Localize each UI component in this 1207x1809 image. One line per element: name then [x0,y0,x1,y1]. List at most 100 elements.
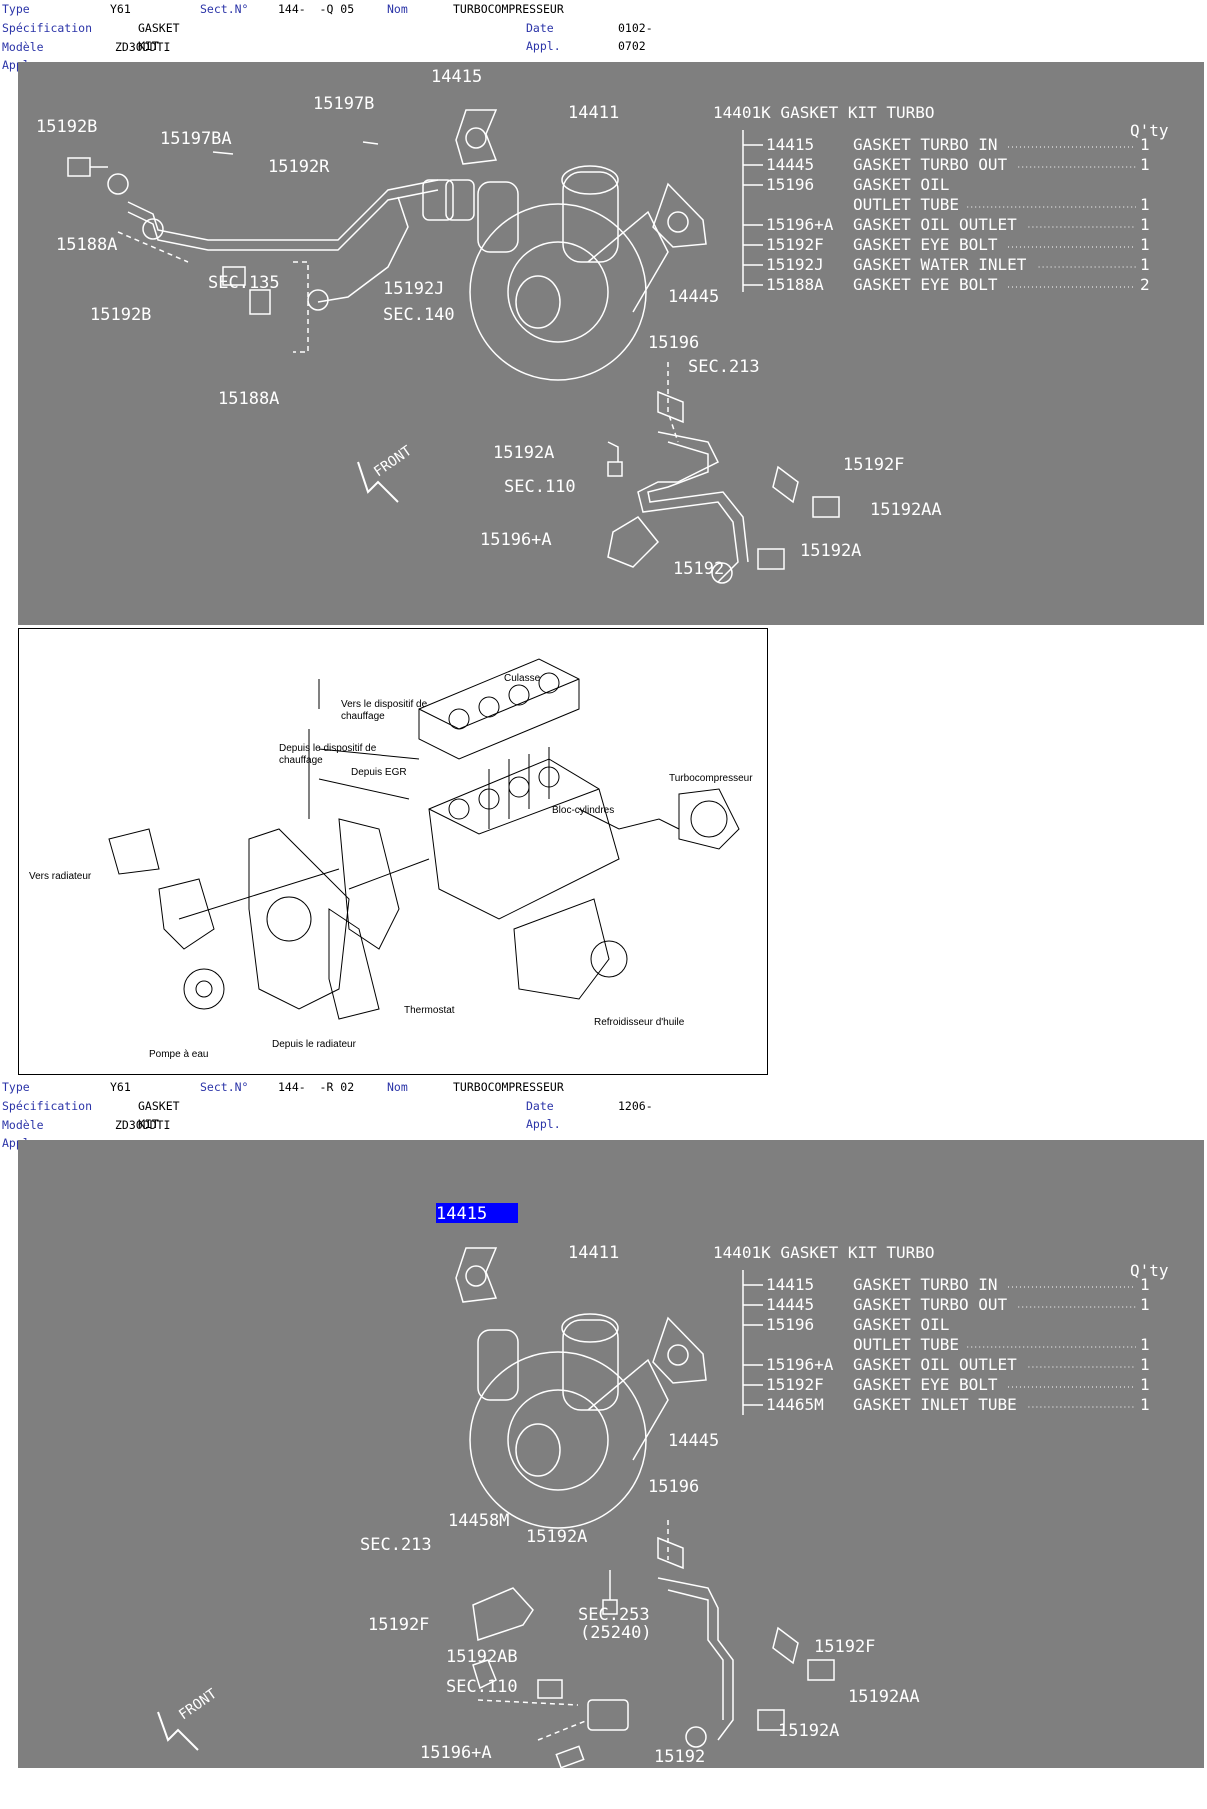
callout-15192a-bottom: 15192A [800,541,861,561]
callout-sec135: SEC.135 [208,273,280,293]
type-value: Y61 [110,2,131,16]
callout-15196: 15196 [648,333,699,353]
label-turbocompresseur: Turbocompresseur [669,773,753,784]
legend-description: GASKET TURBO IN [853,1275,998,1294]
callout-14411: 14411 [568,1243,619,1263]
callout-15192a-bottom: 15192A [778,1721,839,1741]
gasket-oil-outlet-tube-shape [657,1536,684,1570]
legend-part-number: 14445 [766,1295,814,1314]
front-cover-shape [248,828,350,1010]
legend-description: GASKET EYE BOLT [853,1375,998,1394]
exploded-diagram-2: 14415 14411 14445 15196 14458M 15192A SE… [157,1203,1169,1768]
callout-15192f-right: 15192F [814,1637,875,1657]
callout-15197ba: 15197BA [160,129,232,149]
spec-value: GASKET KIT [138,21,180,53]
legend-description: OUTLET TUBE [853,195,959,214]
type-value: Y61 [110,1080,131,1094]
engine-cooling-diagram: Culasse Vers le dispositif de chauffage … [18,628,768,1075]
gasket-oil-outlet-tube-shape [657,390,684,424]
engine-labels: Culasse Vers le dispositif de chauffage … [29,673,753,1060]
legend-part-number: 14465M [766,1395,824,1414]
legend-quantity: 1 [1140,235,1150,254]
sect-value: 144- -Q 05 [278,2,355,16]
water-pump-shape [183,968,225,1010]
legend-description: GASKET WATER INLET [853,255,1027,274]
label-bloc-cylindres: Bloc-cylindres [552,805,614,816]
oil-cooler-shape [513,898,610,1000]
kit-title: 14401K GASKET KIT TURBO [713,103,935,122]
label-vers-chauffage-2: chauffage [341,711,385,722]
nom-label: Nom [387,2,408,16]
callout-15192aa: 15192AA [848,1687,920,1707]
callout-15196: 15196 [648,1477,699,1497]
callout-sec110: SEC.110 [446,1677,518,1697]
callout-15192f-left: 15192F [368,1615,429,1635]
legend-quantity: 2 [1140,275,1150,294]
sect-value: 144- -R 02 [278,1080,355,1094]
legend-part-number: 15196+A [766,215,834,234]
nom-value: TURBOCOMPRESSEUR [453,2,564,16]
legend-description: GASKET EYE BOLT [853,275,998,294]
callout-sec140: SEC.140 [383,305,455,325]
turbo-housing-shape [469,1351,647,1529]
legend-quantity: 1 [1140,1335,1150,1354]
turbo-housing-shape [469,203,647,381]
header-block-2: Type Y61 Sect.N° 144- -R 02 Nom TURBOCOM… [0,1078,1207,1150]
callout-15192: 15192 [673,559,724,579]
callout-14445: 14445 [668,1431,719,1451]
callout-14415-selected[interactable]: 14415 [436,1204,487,1224]
legend-description: GASKET OIL OUTLET [853,1355,1017,1374]
callout-15197b: 15197B [313,94,374,114]
legend-description: GASKET OIL OUTLET [853,215,1017,234]
legend-quantity: 1 [1140,1355,1150,1374]
cylinder-head-shape [418,658,580,760]
callout-15192a-top: 15192A [493,443,554,463]
type-label: Type [2,1080,30,1094]
legend-quantity: 1 [1140,195,1150,214]
callout-15192r: 15192R [268,157,330,177]
callout-14458m: 14458M [448,1511,509,1531]
callout-15192j: 15192J [383,279,444,299]
legend-part-number: 14415 [766,1275,814,1294]
callout-front: FRONT [371,443,415,481]
legend-part-number: 15188A [766,275,824,294]
gasket-turbo-in-shape [455,109,498,165]
spec-label: Spécification [2,21,93,35]
callout-sec213: SEC.213 [688,357,760,377]
model-value: ZD30DDTI [115,1118,171,1132]
legend-quantity: 1 [1140,135,1150,154]
radiator-hose-shape [328,908,380,1020]
legend-quantity: 1 [1140,255,1150,274]
gasket-turbo-out-shape [652,1316,707,1384]
gasket-turbo-out-shape [652,182,707,248]
callout-15192aa: 15192AA [870,500,942,520]
callout-15188a-top: 15188A [56,235,117,255]
legend-quantity: 1 [1140,155,1150,174]
callout-15192: 15192 [654,1747,705,1767]
legend-description: GASKET OIL [853,1315,949,1334]
legend-part-number: 15196 [766,175,814,194]
legend-description: GASKET TURBO OUT [853,155,1007,174]
spec-label: Spécification [2,1099,93,1113]
callout-14445: 14445 [668,287,719,307]
callout-15196a: 15196+A [480,530,552,550]
legend-part-number: 15192F [766,235,824,254]
model-value: ZD30DDTI [115,40,171,54]
exploded-diagram-1: 14415 14411 15197B 15197BA 15192B 15192R… [36,67,1169,584]
callout-15192b-bottom: 15192B [90,305,151,325]
legend-part-number: 15196 [766,1315,814,1334]
label-vers-radiateur: Vers radiateur [29,871,92,882]
label-refroidisseur: Refroidisseur d'huile [594,1017,685,1028]
legend-description: GASKET TURBO IN [853,135,998,154]
callout-15192f: 15192F [843,455,904,475]
label-depuis-egr: Depuis EGR [351,767,407,778]
date-label: Date Appl. [526,1099,561,1131]
legend-quantity: 1 [1140,1275,1150,1294]
date-label: Date Appl. [526,21,561,53]
engine-cooling-svg: Culasse Vers le dispositif de chauffage … [29,658,753,1060]
callout-15192b-top: 15192B [36,117,97,137]
callout-25240: (25240) [580,1623,652,1643]
callout-sec110: SEC.110 [504,477,576,497]
